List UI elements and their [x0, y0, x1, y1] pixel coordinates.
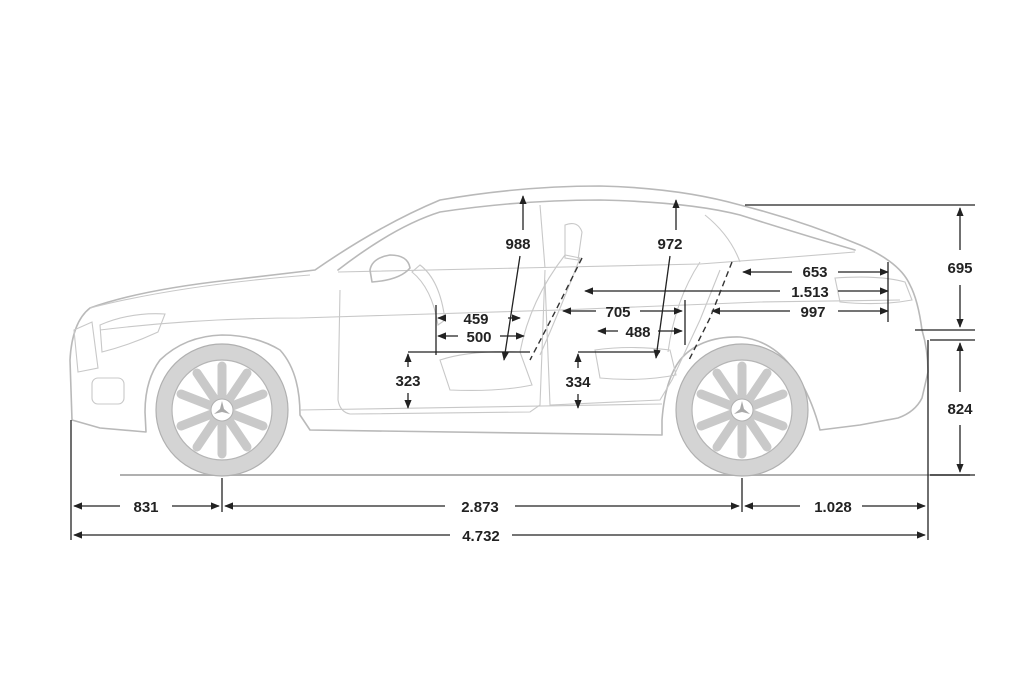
rear-overhang-label: 1.028: [814, 499, 852, 516]
dim-997: 997: [711, 304, 889, 321]
front-seat-459-label: 459: [463, 311, 488, 328]
rear-seat-height-label: 334: [565, 374, 591, 391]
tail-light: [834, 276, 913, 305]
dim-front-overhang: 831: [73, 499, 220, 516]
headlight: [99, 313, 166, 353]
dimension-annotations: 831 2.873 1.028 4.732 695: [70, 195, 975, 545]
rear-997-label: 997: [800, 304, 825, 321]
front-seat: [439, 254, 581, 391]
cabin-1513-label: 1.513: [791, 284, 829, 301]
fog-light: [91, 377, 125, 405]
front-wheel: [155, 343, 289, 477]
rear-wheel: [675, 343, 809, 477]
front-seat-height-label: 323: [395, 373, 420, 390]
rear-door-line: [544, 269, 721, 406]
rear-seat-reference: [687, 261, 733, 363]
front-grille: [73, 321, 99, 373]
dim-653: 653: [742, 264, 889, 281]
rear-headroom-label: 972: [657, 236, 682, 253]
side-mirror: [369, 254, 411, 283]
dim-rear-headroom: 972: [653, 199, 683, 359]
rear-legroom-705-label: 705: [605, 304, 630, 321]
hood-line: [89, 274, 311, 309]
car-side-view: [69, 185, 970, 477]
rear-seat: [594, 261, 701, 380]
dim-rear-seat-height: 334: [565, 351, 660, 409]
car-body-outline: [69, 185, 929, 436]
dim-front-headroom: 988: [501, 195, 531, 361]
dim-459: 459: [437, 311, 521, 328]
front-door-line: [337, 269, 546, 415]
dim-wheelbase: 2.873: [224, 499, 740, 516]
mercedes-star-icon: [734, 401, 750, 414]
lower-height-label: 824: [947, 401, 973, 418]
window-sill: [337, 251, 856, 273]
dim-1513: 1.513: [584, 284, 889, 301]
dim-front-seat-height: 323: [395, 351, 530, 409]
dim-overall-length: 4.732: [73, 528, 926, 545]
front-overhang-label: 831: [133, 499, 158, 516]
overall-length-label: 4.732: [462, 528, 500, 545]
dim-upper-height: 695: [947, 207, 973, 328]
side-skirt: [299, 403, 663, 411]
c-pillar: [704, 214, 741, 263]
dim-lower-height: 824: [947, 342, 973, 473]
dim-705: 705: [562, 304, 683, 321]
front-seat-500-label: 500: [466, 329, 491, 346]
steering-wheel: [411, 264, 446, 326]
front-seat-reference: [529, 257, 583, 361]
front-headrest: [564, 223, 583, 261]
b-pillar: [539, 204, 546, 269]
dim-488: 488: [597, 324, 683, 341]
front-headroom-label: 988: [505, 236, 530, 253]
dim-rear-overhang: 1.028: [744, 499, 926, 516]
window-line: [337, 199, 856, 271]
wheelbase-label: 2.873: [461, 499, 499, 516]
rear-653-label: 653: [802, 264, 827, 281]
rear-seat-488-label: 488: [625, 324, 650, 341]
mercedes-star-icon: [214, 401, 230, 414]
upper-height-label: 695: [947, 260, 972, 277]
body-crease: [99, 299, 901, 331]
dim-500: 500: [437, 329, 525, 346]
